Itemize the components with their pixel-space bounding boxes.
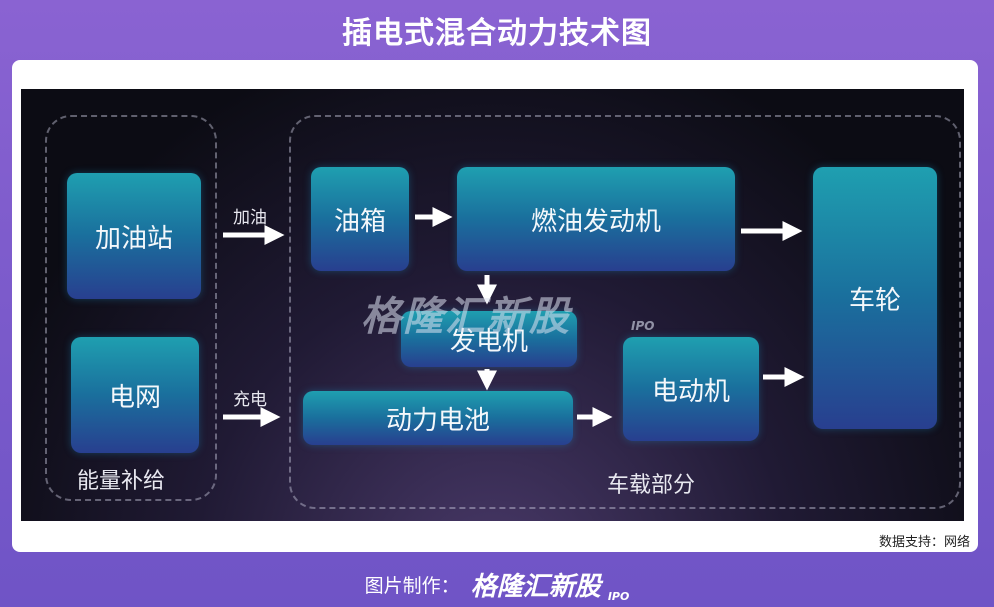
energy-supply-label: 能量补给 <box>77 469 166 494</box>
wheels-node: 车轮 <box>813 167 937 429</box>
watermark-suffix: IPO <box>631 319 655 333</box>
footer-prefix: 图片制作： <box>364 575 460 597</box>
vehicle-label: 车载部分 <box>607 473 696 498</box>
energy-supply-group <box>45 115 217 501</box>
gas-station-node: 加油站 <box>67 173 201 299</box>
refuel-edge-label: 加油 <box>233 208 267 228</box>
flow-arrows <box>223 207 805 427</box>
fuel-tank-node: 油箱 <box>311 167 409 271</box>
vehicle-group <box>289 115 961 509</box>
footer-brand: 格隆汇新股 <box>470 572 601 602</box>
motor-node: 电动机 <box>623 337 759 441</box>
page-title: 插电式混合动力技术图 <box>342 16 652 51</box>
generator-node: 发电机 <box>401 311 577 367</box>
source-note: 数据支持：网络 <box>878 535 970 550</box>
engine-node: 燃油发动机 <box>457 167 735 271</box>
power-grid-node: 电网 <box>71 337 199 453</box>
hybrid-diagram: 加油站 电网 油箱 燃油发动机 发电机 动力电池 电动机 车轮 加油 充电 能量… <box>21 89 964 521</box>
footer: 图片制作： 格隆汇新股 IPO <box>0 566 994 603</box>
watermark-brand: 格隆汇新股 <box>361 294 571 340</box>
battery-node: 动力电池 <box>303 391 573 445</box>
charge-edge-label: 充电 <box>233 390 267 410</box>
footer-suffix: IPO <box>607 590 630 603</box>
